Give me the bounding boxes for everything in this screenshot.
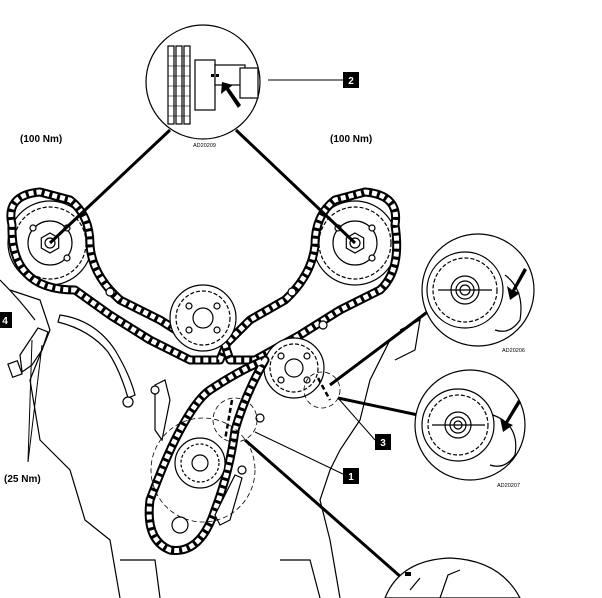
top-detail-inset bbox=[145, 24, 261, 140]
leader-lines bbox=[27, 79, 431, 580]
detail-code-top: AD20209 bbox=[193, 143, 216, 149]
callout-4-text: 4 bbox=[2, 316, 8, 327]
callout-badge-2: 2 bbox=[343, 72, 359, 88]
callout-2-text: 2 bbox=[348, 76, 354, 87]
chain-guides bbox=[57, 287, 328, 526]
right-timing-chain bbox=[220, 187, 402, 365]
callout-badge-1: 1 bbox=[343, 468, 359, 484]
crank-sprocket bbox=[171, 437, 226, 534]
bottom-right-partial-inset bbox=[384, 557, 521, 598]
chain-tensioner bbox=[7, 327, 49, 379]
detail-code-right-lower: AD20207 bbox=[497, 483, 520, 489]
intermediate-sprocket bbox=[263, 337, 325, 399]
torque-label-tensioner: (25 Nm) bbox=[4, 474, 41, 485]
lower-timing-chain bbox=[144, 355, 270, 555]
detail-circles bbox=[150, 371, 341, 523]
torque-label-left-cam: (100 Nm) bbox=[20, 134, 62, 145]
right-upper-detail-inset bbox=[421, 233, 535, 347]
torque-label-right-cam: (100 Nm) bbox=[330, 134, 372, 145]
idler-sprocket bbox=[169, 284, 237, 352]
right-lower-detail-inset bbox=[414, 369, 526, 481]
detail-code-right-upper: AD20206 bbox=[502, 348, 525, 354]
callout-1-text: 1 bbox=[348, 472, 354, 483]
callout-badge-3: 3 bbox=[375, 434, 391, 450]
callout-badge-4: 4 bbox=[0, 312, 12, 328]
left-timing-chain bbox=[6, 187, 235, 365]
callout-3-text: 3 bbox=[380, 438, 386, 449]
timing-marks bbox=[223, 377, 332, 441]
